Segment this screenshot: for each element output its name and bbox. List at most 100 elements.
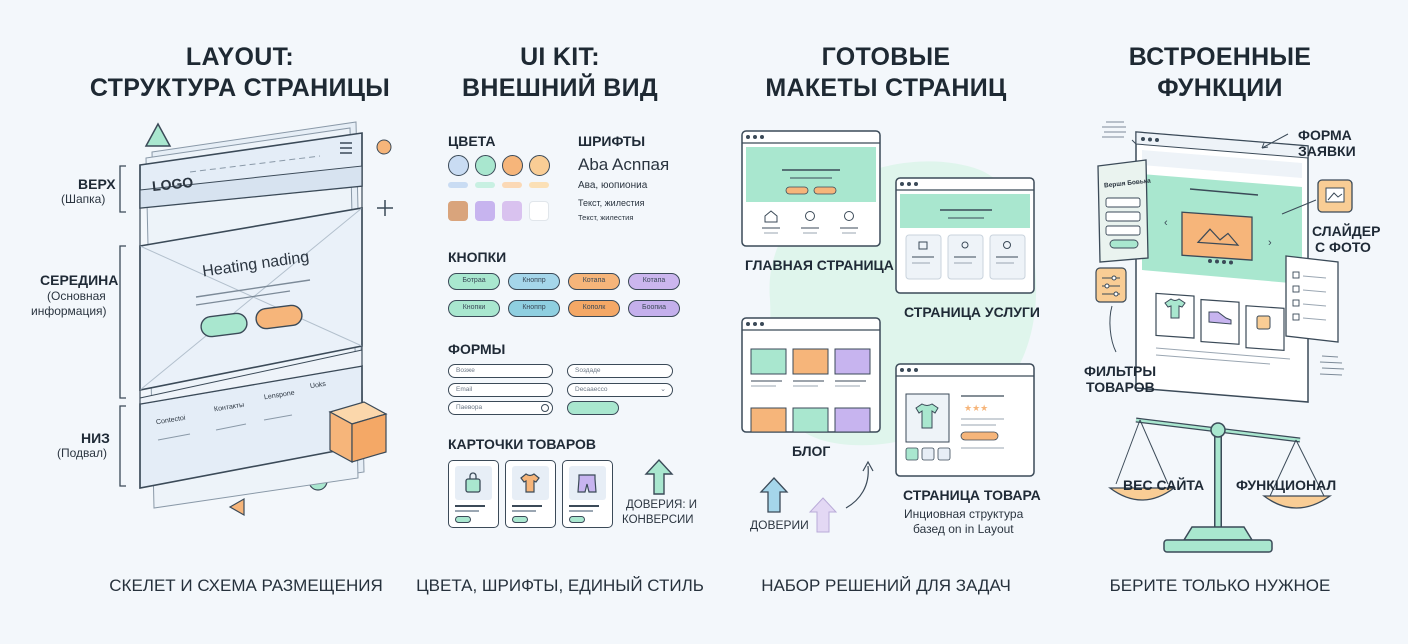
color-swatch-mint [475,155,496,176]
features-illustration: ‹ › [1095,121,1353,553]
slider-prev-icon: ‹ [1164,217,1168,229]
layout-wireframe [119,121,393,517]
forms-label: ФОРМЫ [448,341,506,357]
toggle-visibility-icon[interactable] [541,404,549,412]
uikit-caption: ЦВЕТА, ШРИФТЫ, ЕДИНЫЙ СТИЛЬ [416,576,704,595]
blog-page-mockup [741,317,881,433]
photo-icon [1317,179,1353,213]
templates-caption: НАБОР РЕШЕНИЙ ДЛЯ ЗАДАЧ [761,576,1011,595]
form-text-input[interactable]: Sоздаде [567,364,673,378]
fonts-label: ШРИФТЫ [578,133,646,149]
product-card[interactable] [505,460,556,528]
form-submit-button[interactable] [567,401,619,415]
photo-slider-label: СЛАЙДЕР [1312,223,1381,239]
color-swatch-tan [448,201,468,221]
slider-next-icon: › [1268,237,1272,249]
bracket-middle [119,245,126,399]
arrow-up-icon [808,497,838,533]
cube-decoration-icon [328,401,388,464]
request-form-label: ФОРМА [1298,127,1352,143]
product-filters-label: ФИЛЬТРЫ [1084,363,1157,379]
product-filters-label: ТОВАРОВ [1086,379,1155,395]
product-card[interactable] [562,460,613,528]
uikit-title: UI KIT: ВНЕШНИЙ ВИД [462,43,658,102]
bag-icon [465,472,481,493]
ui-button-sample[interactable]: Котапа [568,273,620,290]
top-sublabel: (Шапка) [61,192,106,206]
trust-conversion-label: КОНВЕРСИИ [622,514,694,526]
color-swatch-purple [475,201,495,221]
arrow-up-icon [759,477,789,513]
product-page-mockup: ★★★ [895,363,1035,477]
request-form-label: ЗАЯВКИ [1298,143,1356,159]
bracket-bottom [119,405,126,487]
color-swatch-blue [448,155,469,176]
secondary-button-shape [255,304,303,330]
middle-sublabel: информация) [31,304,107,318]
font-sample-large: Aba Acnпая [578,155,670,174]
layout-caption: СКЕЛЕТ И СХЕМА РАЗМЕЩЕНИЯ [109,576,383,595]
features-caption: БЕРИТЕ ТОЛЬКО НУЖНОЕ [1109,576,1331,595]
top-label: ВЕРХ [78,176,116,192]
ui-button-sample[interactable]: Котапа [628,273,680,290]
feature-icon [805,211,815,221]
note-lines [1102,121,1126,138]
trust-label: ДОВЕРИИ [750,518,809,532]
product-page-note: Инциовная структура [904,507,1024,521]
templates-title: ГОТОВЫЕ МАКЕТЫ СТРАНИЦ [765,43,1007,102]
font-sample-medium: Aва, юопиониа [578,180,648,191]
shorts-icon [577,474,597,493]
filter-list-panel [1285,255,1339,343]
bracket-top [119,165,126,213]
templates-column: ГОТОВЫЕ МАКЕТЫ СТРАНИЦ [710,0,1050,644]
templates-illustration: ★★★ [741,130,1037,533]
plus-decoration-icon [377,200,393,216]
ui-button-sample[interactable]: Боопиа [628,300,680,317]
chevron-down-icon: ⌄ [660,386,666,393]
service-page-label: СТРАНИЦА УСЛУГИ [904,304,1040,320]
select-field[interactable]: Deсаaecco ⌄ [567,383,673,397]
layout-title: LAYOUT: СТРУКТУРА СТРАНИЦЫ [89,43,391,102]
color-swatch-lilac [502,201,522,221]
home-icon [764,210,778,223]
service-page-mockup [895,177,1035,294]
trust-conversion-label: ДОВЕРИЯ: И [626,499,697,511]
color-swatch-orange [502,155,523,176]
tshirt-icon [915,403,939,429]
scales-icon [1108,417,1333,553]
color-swatch-peach [529,155,550,176]
filters-icon [1095,267,1127,303]
home-page-label: ГЛАВНАЯ СТРАНИЦА [745,257,894,273]
blog-label: БЛОГ [792,443,831,459]
middle-sublabel: (Основная [47,289,106,303]
triangle-decoration-icon [144,122,172,147]
request-form-card [1097,159,1149,263]
font-sample-tiny: Текст, жилестия [578,213,634,222]
color-tint [475,182,495,188]
buttons-label: КНОПКИ [448,249,507,265]
password-field[interactable]: Паевора [448,401,553,415]
ui-button-sample[interactable]: Кноппр [508,273,560,290]
bottom-label: НИЗ [81,430,110,446]
tshirt-icon [520,473,540,493]
font-sample-small: Текст, жилестия [578,198,645,208]
arrow-up-icon [644,458,674,495]
color-tint [448,182,468,188]
layout-column: LAYOUT: СТРУКТУРА СТРАНИЦЫ [0,0,410,644]
photo-slider-label: С ФОТО [1315,239,1371,255]
color-swatch-white [529,201,549,221]
product-card[interactable] [448,460,499,528]
color-tint [529,182,549,188]
ui-button-sample[interactable]: Кнопки [448,300,500,317]
ui-button-sample[interactable]: Кноппр [508,300,560,317]
features-column: ВСТРОЕННЫЕ ФУНКЦИИ ‹ › [1050,0,1408,644]
bottom-sublabel: (Подвал) [57,446,107,460]
email-field[interactable]: Email [448,383,553,397]
circle-decoration-icon [376,139,392,155]
ui-button-sample[interactable]: Кополк [568,300,620,317]
form-text-input[interactable]: Bозже [448,364,553,378]
curved-arrow-icon [845,465,869,509]
bag-icon [1256,315,1271,330]
home-page-mockup [741,130,881,247]
ui-button-sample[interactable]: Ботраа [448,273,500,290]
